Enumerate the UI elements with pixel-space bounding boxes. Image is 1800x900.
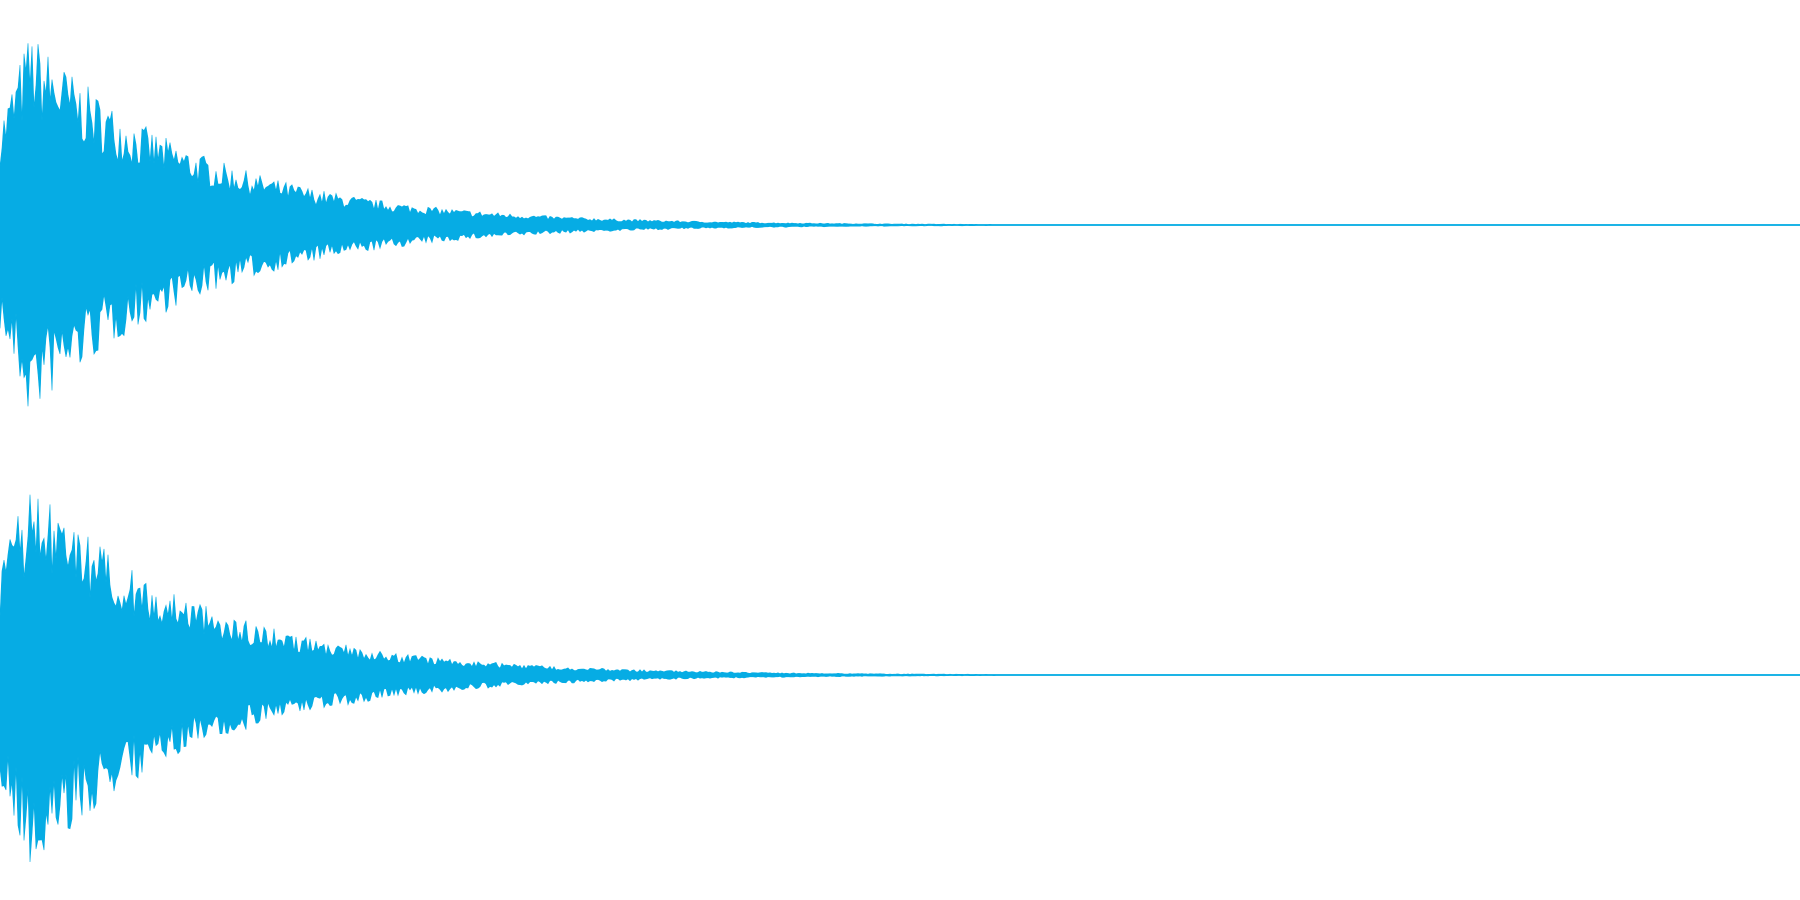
channel-right-envelope [0, 494, 1800, 863]
channel-left-waveform [0, 43, 1800, 407]
channel-right-waveform [0, 494, 1800, 863]
